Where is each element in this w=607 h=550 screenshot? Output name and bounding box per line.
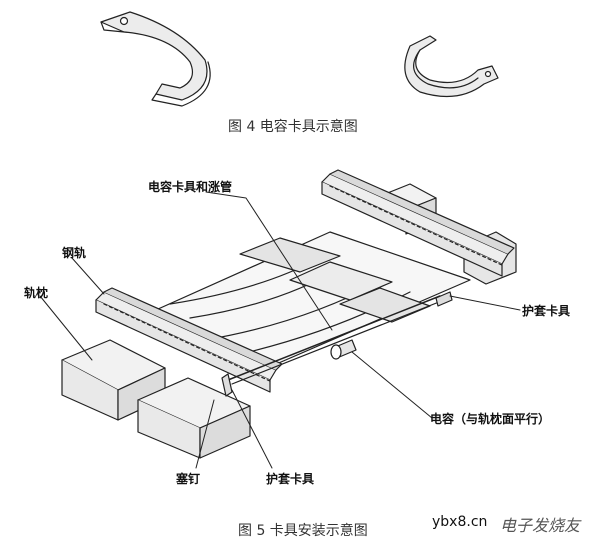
watermark-brand: 电子发烧友	[500, 516, 581, 535]
label-rail: 钢轨	[62, 246, 87, 260]
capacitor-clamp-u	[404, 35, 499, 98]
capacitor-clamp-hook	[100, 11, 211, 107]
label-nail: 塞钉	[176, 472, 201, 486]
sleeper-middle	[137, 377, 251, 459]
label-sleeper: 轨枕	[24, 286, 49, 300]
rail-left	[95, 287, 283, 393]
capacitor-assembly	[221, 291, 453, 397]
sleeper-left	[61, 339, 166, 421]
label-sheath-clamp-right: 护套卡具	[522, 304, 571, 318]
leader-lines	[39, 191, 521, 469]
label-clamp-and-tube: 电容卡具和涨管	[148, 180, 233, 194]
watermark-site: ybx8.cn	[432, 514, 488, 530]
label-sheath-clamp-bottom: 护套卡具	[266, 472, 315, 486]
clamp-hole-icon	[119, 16, 129, 26]
clamp-hole-icon	[484, 70, 492, 78]
figure4-caption: 图 4 电容卡具示意图	[228, 119, 358, 135]
label-capacitor: 电容（与轨枕面平行）	[430, 412, 551, 426]
figure5-caption: 图 5 卡具安装示意图	[238, 523, 368, 539]
sheath-clamp-fixture	[221, 373, 233, 397]
rail-right	[321, 169, 515, 277]
